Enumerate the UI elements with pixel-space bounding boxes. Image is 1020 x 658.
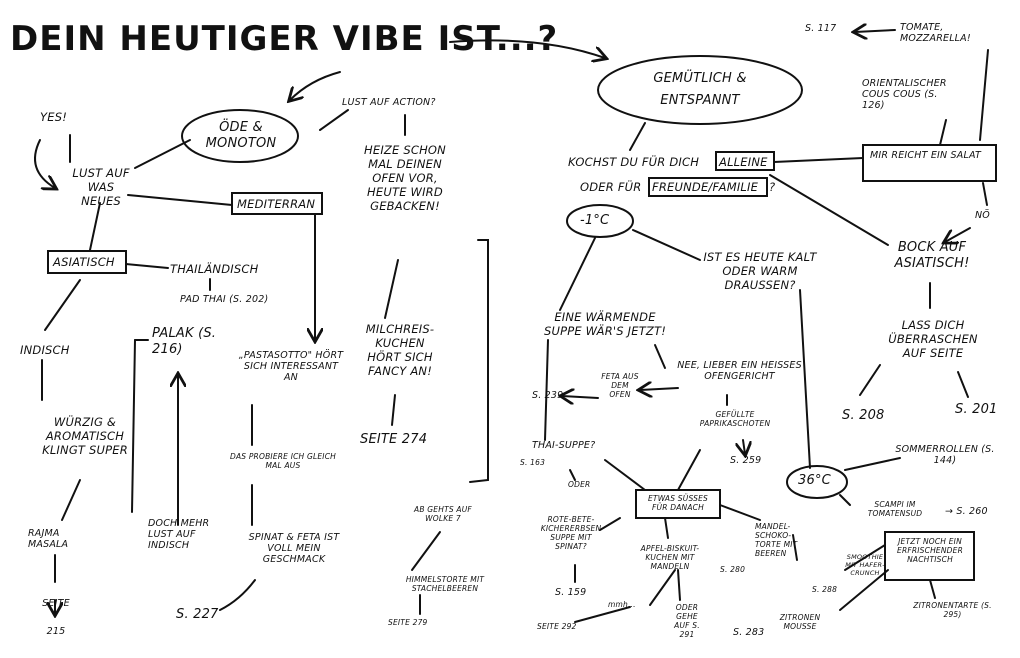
label-spinat-feta: SPINAT & FETA IST VOLL MEIN GESCHMACK	[248, 532, 340, 565]
label-heize-ofen: HEIZE SCHON MAL DEINEN OFEN VOR, HEUTE W…	[364, 143, 446, 213]
label-padthai: PAD THAI (S. 202)	[180, 294, 269, 305]
label-scampi: SCAMPI IM TOMATENSUD	[867, 500, 923, 518]
label-mandel-torte: MANDEL-SCHOKO-TORTE MIT BEEREN	[755, 522, 798, 558]
box-nachtisch: JETZT NOCH EIN ERFRISCHENDER NACHTISCH	[897, 537, 963, 564]
label-kochst-du: KOCHST DU FÜR DICH	[568, 155, 700, 169]
node-gemuetlich: GEMÜTLICH & ENTSPANNT	[653, 71, 747, 108]
label-kalt-warm: IST ES HEUTE KALT ODER WARM DRAUßEN?	[703, 250, 817, 292]
label-wolke7: AB GEHTS AUF WOLKE 7	[414, 505, 472, 523]
label-s280: S. 280	[720, 565, 746, 574]
label-lust-auf-action: LUST AUF ACTION?	[342, 97, 436, 108]
label-thailaendisch: THAILÄNDISCH	[170, 262, 259, 276]
node-plus36: 36°C	[798, 473, 831, 488]
label-oder: ODER	[568, 480, 591, 489]
label-s239: S. 239	[532, 390, 564, 401]
box-asiatisch: ASIATISCH	[53, 255, 115, 269]
label-oder-fuer: ODER FÜR	[580, 180, 642, 194]
label-indisch: INDISCH	[20, 343, 70, 357]
label-seite279: SEITE 279	[388, 618, 428, 627]
label-s288: S. 288	[812, 585, 838, 594]
box-freunde-familie: FREUNDE/FAMILIE	[652, 180, 759, 194]
node-lust-auf-was-neues: LUST AUF WAS NEUES	[72, 166, 130, 208]
label-s283: S. 283	[733, 627, 765, 638]
label-s201: S. 201	[955, 402, 998, 417]
label-paprika: GEFÜLLTE PAPRIKASCHOTEN	[699, 410, 771, 428]
label-feta-ofen: FETA AUS DEM OFEN	[601, 372, 639, 399]
label-question: ?	[769, 180, 776, 194]
label-mmh: mmh...	[608, 600, 636, 609]
label-zitronentarte: ZITRONENTARTE (S. 295)	[913, 601, 992, 619]
label-bock-asiatisch: BOCK AUF ASIATISCH!	[894, 240, 970, 271]
label-suppe: EINE WÄRMENDE SUPPE WÄR'S JETZT!	[543, 310, 667, 338]
label-zitronenmousse: ZITRONEN MOUSSE	[779, 613, 821, 631]
box-etwas-suesses: ETWAS SÜßES FÜR DANACH	[647, 494, 709, 512]
label-rote-bete: ROTE-BETE-KICHERERBSEN SUPPE MIT SPINAT?	[540, 515, 602, 551]
label-oder-s291: ODER GEHE AUF S. 291	[674, 603, 700, 639]
label-seite274: SEITE 274	[360, 432, 428, 447]
label-s259: S. 259	[730, 455, 762, 466]
label-tomate: TOMATE, MOZZARELLA!	[900, 22, 971, 44]
label-yes: YES!	[40, 110, 68, 124]
label-smoothie: SMOOTHIE MIT HAFER-CRUNCH	[845, 553, 885, 577]
label-rajma: RAJMA MASALA	[28, 528, 69, 550]
label-pastasotto: „PASTASOTTO" HÖRT SICH INTERESSANT AN	[238, 350, 344, 383]
label-doch-mehr: DOCH MEHR LUST AUF INDISCH	[148, 518, 210, 551]
box-salat: MIR REICHT EIN SALAT	[870, 150, 981, 161]
label-sommerrollen: SOMMERROLLEN (S. 144)	[895, 444, 995, 466]
label-s227: S. 227	[176, 607, 219, 622]
label-palak: PALAK (S. 216)	[152, 326, 217, 357]
label-couscous: ORIENTALISCHER COUS COUS (S. 126)	[862, 78, 947, 111]
label-thai-suppe: THAI-SUPPE?	[532, 440, 596, 451]
label-s163: S. 163	[520, 458, 546, 467]
label-s208: S. 208	[842, 408, 885, 423]
label-milchreis: MILCHREIS-KUCHEN HÖRT SICH FANCY AN!	[365, 322, 435, 378]
label-apfel-kuchen: APFEL-BISKUIT-KUCHEN MIT MANDELN	[640, 544, 700, 571]
label-seite292: SEITE 292	[537, 622, 577, 631]
label-probiere: DAS PROBIERE ICH GLEICH MAL AUS	[229, 452, 336, 470]
label-s159: S. 159	[555, 587, 587, 598]
label-ueberraschen: LASS DICH ÜBERRASCHEN AUF SEITE	[888, 318, 978, 360]
node-oede-monoton: ÖDE & MONOTON	[205, 120, 277, 151]
node-minus1: -1°C	[580, 213, 610, 228]
box-mediterran: MEDITERRAN	[237, 197, 316, 211]
label-s260: → S. 260	[945, 506, 988, 517]
box-alleine: ALLEINE	[719, 155, 768, 169]
label-s117: S. 117	[805, 23, 837, 34]
label-seite215: SEITE 215	[42, 598, 70, 637]
label-himmelstorte: HIMMELSTORTE MIT STACHELBEEREN	[405, 575, 485, 593]
label-wuerzig: WÜRZIG & AROMATISCH KLINGT SUPER	[42, 415, 128, 457]
page-title: DEIN HEUTIGER VIBE IST...?	[10, 19, 559, 59]
label-ofengericht: NEE, LIEBER EIN HEIßES OFENGERICHT	[677, 360, 802, 382]
label-noe: NÖ	[975, 210, 990, 221]
